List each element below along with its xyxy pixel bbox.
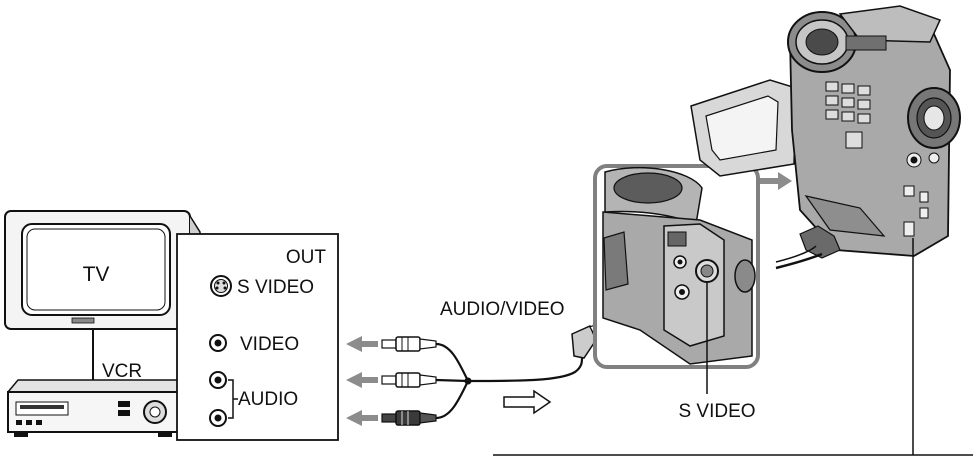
rca-plug-audio-white xyxy=(381,372,437,388)
s-video-camera-label: S VIDEO xyxy=(678,401,755,422)
signal-arrows xyxy=(346,336,378,426)
audio-jack-label: AUDIO xyxy=(238,389,298,410)
audio-video-label: AUDIO/VIDEO xyxy=(440,299,565,320)
av-cable xyxy=(435,342,584,420)
vcr-label: VCR xyxy=(102,361,142,382)
out-label: OUT xyxy=(286,247,327,268)
rca-plug-video xyxy=(381,336,437,352)
zoom-arrow-icon xyxy=(760,172,792,190)
video-jack-label: VIDEO xyxy=(240,334,299,355)
arrow-audio-left-icon xyxy=(346,372,378,388)
rca-plug-audio-red xyxy=(381,410,437,426)
tv-label: TV xyxy=(83,263,110,286)
audio-bracket xyxy=(228,379,238,419)
direction-arrow-icon xyxy=(503,389,552,415)
camera-closeup xyxy=(593,164,760,369)
vcr-deck: VCR xyxy=(7,361,179,437)
arrow-video-icon xyxy=(346,336,378,352)
tv-set: TV xyxy=(4,210,201,330)
s-video-jack-label: S VIDEO xyxy=(237,277,314,298)
s-video-jack-icon xyxy=(210,275,232,297)
arrow-audio-right-icon xyxy=(346,410,378,426)
audio-jack-right-icon xyxy=(209,409,227,427)
audio-jack-left-icon xyxy=(209,371,227,389)
cable-junction xyxy=(464,377,472,385)
video-jack-icon xyxy=(209,334,227,352)
camcorder xyxy=(690,5,961,270)
out-panel: OUT S VIDEO VIDEO AUDIO xyxy=(176,233,339,441)
